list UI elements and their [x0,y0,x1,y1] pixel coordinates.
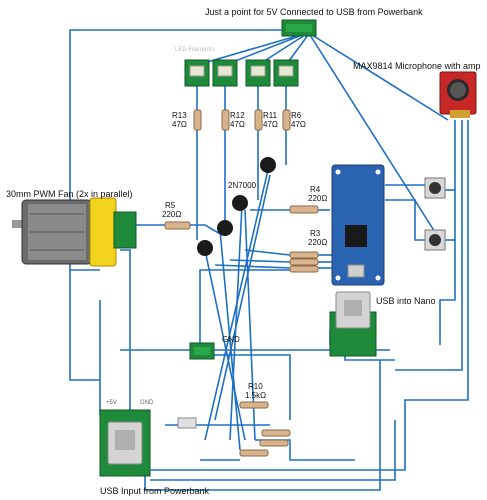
top-point-label: Just a point for 5V Connected to USB fro… [205,7,423,17]
microphone-label: MAX9814 Microphone with amp [353,61,481,71]
usb-plus5v-label: +5V [106,400,117,406]
arduino-nano [331,164,385,286]
r13-value: 47Ω [172,120,187,129]
gnd-connector [189,342,215,360]
usb-gnd-label: GND [140,400,154,406]
usb-nano-label: USB into Nano [376,296,436,306]
r3-value: 220Ω [308,238,328,247]
r13-name: R13 [172,111,187,120]
r12-name: R12 [230,111,245,120]
push-buttons [424,177,446,251]
top-5v-connector [281,19,317,37]
r4-name: R4 [310,185,321,194]
fan-label: 30mm PWM Fan (2x in parallel) [6,189,133,199]
usb-nano-breakout [329,291,377,357]
usb-input-label: USB Input from Powerbank [100,486,210,496]
fan [12,197,137,267]
transistor-label: 2N7000 [228,181,257,190]
microphone-module [439,71,477,118]
r12-value: 47Ω [230,120,245,129]
r6-value: 47Ω [291,120,306,129]
resistor-bodies [164,109,319,457]
r4-value: 220Ω [308,194,328,203]
r11-value: 47Ω [263,120,278,129]
r6-name: R6 [291,111,302,120]
wires [69,25,469,491]
led-filament-boards [184,59,299,87]
led-filaments-label: LED Filaments [175,47,215,53]
usb-input-board [99,409,197,477]
gnd-mid-label: GND [222,335,240,344]
r5-name: R5 [165,201,176,210]
r3-name: R3 [310,229,321,238]
transistors [197,157,276,256]
r5-value: 220Ω [162,210,182,219]
r11-name: R11 [263,111,278,120]
r10-name: R10 [248,382,263,391]
r10-value: 1.5kΩ [245,391,267,400]
